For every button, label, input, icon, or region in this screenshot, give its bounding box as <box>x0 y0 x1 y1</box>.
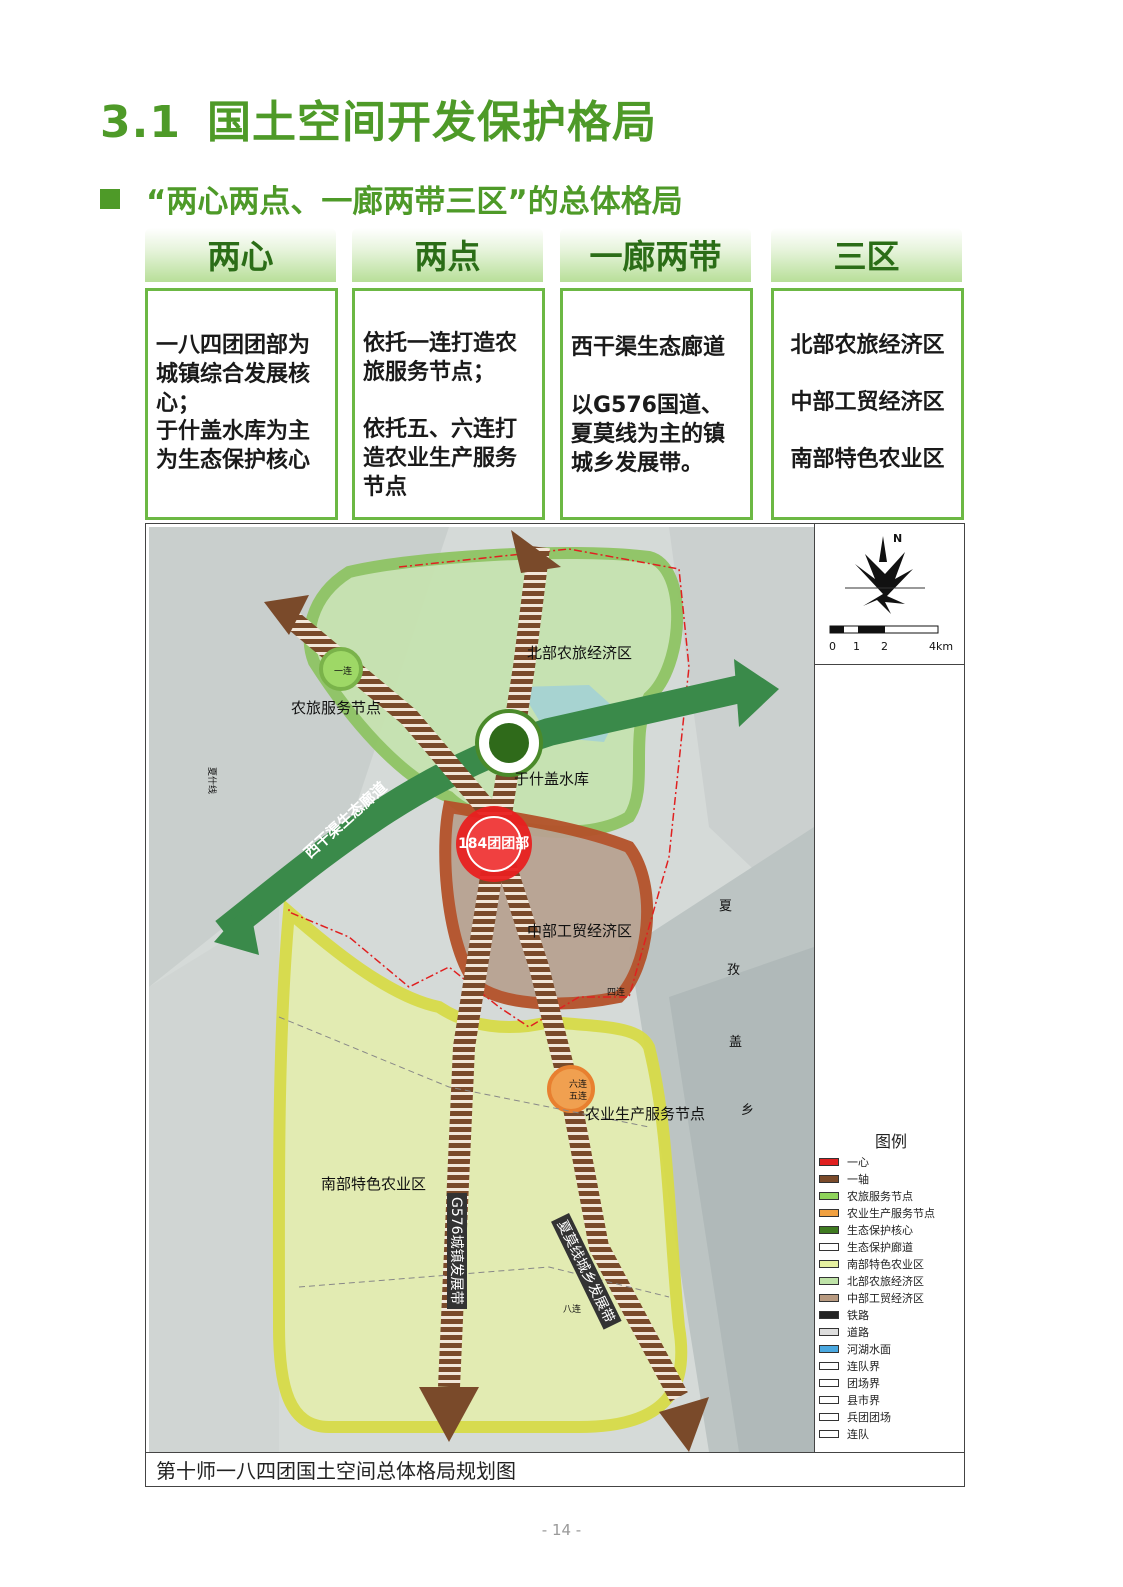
map-label: 盖 <box>729 1035 743 1050</box>
legend-swatch-icon <box>819 1362 839 1370</box>
legend-label: 道路 <box>847 1326 869 1339</box>
column-text: 依托五、六连打造农业生产服务节点 <box>363 417 518 500</box>
column-title: 两心 <box>145 228 336 282</box>
legend-swatch-icon <box>819 1311 839 1319</box>
column-text: 西干渠生态廊道 <box>571 335 726 360</box>
column-title: 一廊两带 <box>560 228 751 282</box>
column-corridor-belts: 一廊两带 西干渠生态廊道 以G576国道、夏莫线为主的镇城乡发展带。 <box>560 228 753 520</box>
legend-label: 铁路 <box>847 1309 869 1322</box>
section-subtitle: “两心两点、一廊两带三区”的总体格局 <box>100 176 683 221</box>
legend-swatch-icon <box>819 1430 839 1438</box>
legend-swatch-icon <box>819 1260 839 1268</box>
column-title: 三区 <box>771 228 962 282</box>
legend-swatch-icon <box>819 1158 839 1166</box>
map-label: 夏 <box>719 899 733 914</box>
map-label: 夏什线 <box>206 767 216 795</box>
column-body: 一八四团团部为城镇综合发展核心； 于什盖水库为主为生态保护核心 <box>145 288 338 520</box>
map-label: 中部工贸经济区 <box>527 922 633 940</box>
legend-label: 北部农旅经济区 <box>847 1275 924 1288</box>
column-body: 北部农旅经济区 中部工贸经济区 南部特色农业区 <box>771 288 964 520</box>
legend-label: 中部工贸经济区 <box>847 1292 924 1305</box>
scale-tick: 2 <box>881 640 888 653</box>
legend-label: 生态保护核心 <box>847 1224 913 1237</box>
legend-label: 生态保护廊道 <box>847 1241 913 1254</box>
planning-map-graphic <box>149 527 814 1452</box>
planning-map: 北部农旅经济区 农旅服务节点 于什盖水库 184团团部 中部工贸经济区 农业生产… <box>149 527 814 1452</box>
column-text: 以G576国道、夏莫线为主的镇城乡发展带。 <box>571 393 726 476</box>
legend-title: 图例 <box>875 1132 908 1151</box>
legend-label: 一心 <box>847 1156 869 1169</box>
legend-swatch-icon <box>819 1413 839 1421</box>
legend-label: 县市界 <box>847 1394 880 1407</box>
legend-swatch-icon <box>819 1175 839 1183</box>
column-text: 依托一连打造农旅服务节点； <box>363 331 518 385</box>
column-text: 南部特色农业区 <box>790 447 945 472</box>
map-label: 北部农旅经济区 <box>527 644 633 662</box>
column-text: 于什盖水库为主为生态保护核心 <box>156 419 311 473</box>
map-label: 四连 <box>607 988 626 998</box>
page-number: - 14 - <box>541 1521 582 1539</box>
map-label: G576城镇发展带 <box>447 1193 467 1309</box>
map-label: 农旅服务节点 <box>291 699 382 717</box>
legend-label: 连队 <box>847 1428 869 1441</box>
legend-swatch-icon <box>819 1192 839 1200</box>
column-text: 北部农旅经济区 <box>790 333 945 358</box>
map-label: 五连 <box>569 1092 588 1102</box>
legend-label: 河湖水面 <box>847 1343 891 1356</box>
scale-tick: 1 <box>853 640 860 653</box>
summary-columns: 两心 一八四团团部为城镇综合发展核心； 于什盖水库为主为生态保护核心 两点 依托… <box>145 228 965 520</box>
map-label: 184团团部 <box>458 836 530 852</box>
legend-swatch-icon <box>819 1243 839 1251</box>
column-text: 中部工贸经济区 <box>790 390 945 415</box>
legend-label: 农旅服务节点 <box>847 1190 913 1203</box>
bullet-square-icon <box>100 189 120 209</box>
legend-label: 兵团团场 <box>847 1411 891 1424</box>
compass-panel: N 0 1 2 4km <box>815 524 965 665</box>
column-title: 两点 <box>352 228 543 282</box>
map-label: 八连 <box>563 1305 582 1315</box>
column-body: 西干渠生态廊道 以G576国道、夏莫线为主的镇城乡发展带。 <box>560 288 753 520</box>
map-label: 南部特色农业区 <box>321 1175 427 1193</box>
legend-label: 连队界 <box>847 1360 880 1373</box>
column-three-zones: 三区 北部农旅经济区 中部工贸经济区 南部特色农业区 <box>771 228 964 520</box>
north-label: N <box>893 532 903 545</box>
map-caption: 第十师一八四团国土空间总体格局规划图 <box>146 1452 964 1486</box>
legend-label: 一轴 <box>847 1173 869 1186</box>
column-two-points: 两点 依托一连打造农旅服务节点； 依托五、六连打造农业生产服务节点 <box>352 228 545 520</box>
column-two-cores: 两心 一八四团团部为城镇综合发展核心； 于什盖水库为主为生态保护核心 <box>145 228 338 520</box>
column-body: 依托一连打造农旅服务节点； 依托五、六连打造农业生产服务节点 <box>352 288 545 520</box>
legend-swatch-icon <box>819 1328 839 1336</box>
legend-swatch-icon <box>819 1396 839 1404</box>
scale-tick: 4km <box>929 640 954 653</box>
map-sidebar: N 0 1 2 4km 图例 一心一轴农旅服务节点农业生产服务节点生态保护核心生… <box>814 524 965 1452</box>
legend-label: 农业生产服务节点 <box>847 1207 935 1220</box>
map-label: 孜 <box>727 963 741 978</box>
legend-label: 团场界 <box>847 1377 880 1390</box>
legend-swatch-icon <box>819 1226 839 1234</box>
compass-rose-icon <box>829 536 939 634</box>
map-label: 农业生产服务节点 <box>585 1105 706 1123</box>
map-label: 于什盖水库 <box>514 770 590 788</box>
legend-swatch-icon <box>819 1379 839 1387</box>
map-label: 乡 <box>741 1103 755 1118</box>
legend-swatch-icon <box>819 1345 839 1353</box>
map-label: 六连 <box>569 1080 588 1090</box>
legend-swatch-icon <box>819 1209 839 1217</box>
planning-map-frame: 北部农旅经济区 农旅服务节点 于什盖水库 184团团部 中部工贸经济区 农业生产… <box>145 523 965 1487</box>
legend-label: 南部特色农业区 <box>847 1258 924 1271</box>
legend-swatch-icon <box>819 1277 839 1285</box>
map-label: 一连 <box>334 667 353 677</box>
legend-swatch-icon <box>819 1294 839 1302</box>
column-text: 一八四团团部为城镇综合发展核心； <box>156 333 311 416</box>
scale-tick: 0 <box>829 640 836 653</box>
